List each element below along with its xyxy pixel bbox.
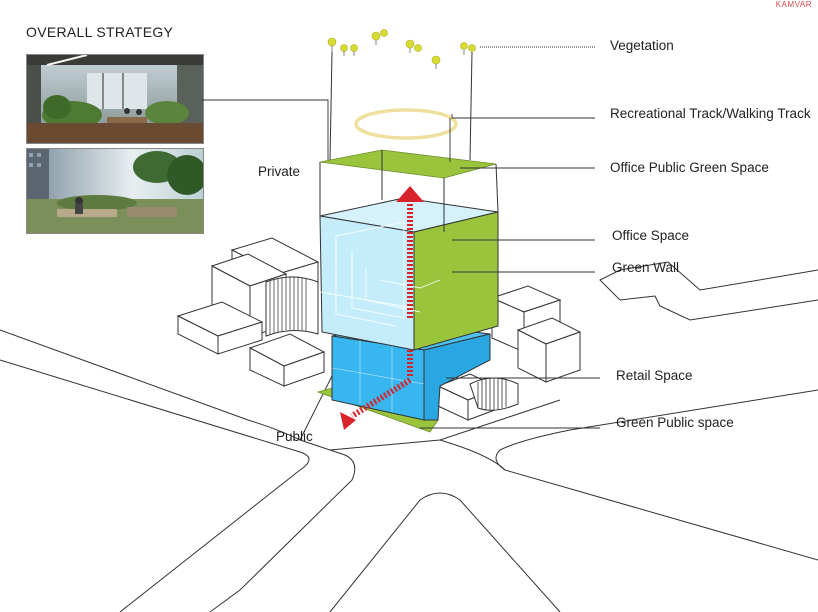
label-office-public-green-space: Office Public Green Space	[610, 160, 769, 175]
site-boundary-front	[329, 399, 561, 451]
label-office-space: Office Space	[612, 228, 690, 243]
label-green-public-space: Green Public space	[616, 415, 734, 430]
street-outline-left	[0, 329, 356, 612]
label-public: Public	[276, 429, 313, 444]
page-title: OVERALL STRATEGY	[26, 24, 174, 40]
label-vegetation: Vegetation	[610, 38, 674, 53]
street-outline-bottom	[329, 492, 561, 612]
office-public-green-space	[319, 149, 497, 179]
label-recreational-track: Recreational Track/Walking Track	[610, 106, 811, 121]
curved-context-tower	[265, 276, 319, 337]
curved-context-building	[469, 377, 519, 411]
vegetation-trees	[327, 29, 476, 65]
recreational-track	[354, 108, 458, 140]
label-green-wall: Green Wall	[612, 260, 680, 275]
label-retail-space: Retail Space	[616, 368, 693, 383]
vertical-circulation-arrow	[396, 186, 424, 318]
ground-circulation-arrow	[340, 350, 413, 430]
office-space-block	[319, 197, 499, 351]
interior-green-space-photo	[26, 54, 204, 144]
label-private: Private	[258, 164, 301, 179]
street-outline-left-lower	[0, 359, 310, 612]
logo-mark: KAMVAR	[775, 0, 812, 9]
rooftop-garden-photo	[26, 148, 204, 234]
street-outline-right-upper	[599, 261, 818, 321]
green-wall	[413, 211, 499, 351]
